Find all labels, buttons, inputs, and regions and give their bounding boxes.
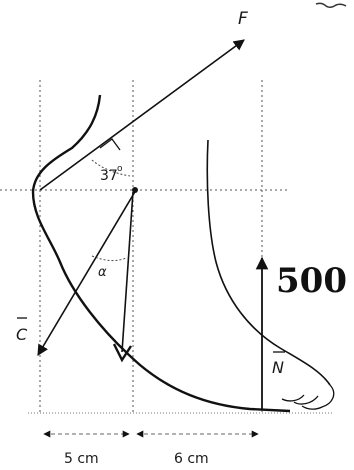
angle-37-arc	[91, 159, 131, 177]
angle-37-degree: o	[117, 164, 123, 174]
weight-value-label: 500	[276, 261, 347, 301]
angle-alpha-arc	[91, 255, 127, 262]
angle-37-label: 37	[100, 168, 118, 184]
force-f-label: F	[238, 9, 248, 29]
leg-back-outline	[31, 94, 291, 413]
distance-left-label: 5 cm	[64, 451, 99, 467]
force-f-arrow	[39, 39, 245, 191]
force-c-label: C	[16, 325, 28, 344]
toes-outline	[281, 384, 335, 410]
leg-front-outline	[206, 139, 331, 386]
right-angle-mark	[99, 138, 121, 151]
joint-point	[132, 187, 138, 193]
distance-right-label: 6 cm	[174, 451, 209, 467]
force-c-arrow	[37, 189, 137, 356]
leg-force-line	[121, 191, 134, 353]
corner-scan-mark	[315, 2, 347, 9]
angle-alpha-label: α	[98, 265, 107, 280]
force-n-label: N	[272, 358, 284, 377]
leg-force-arrowhead	[112, 343, 133, 363]
